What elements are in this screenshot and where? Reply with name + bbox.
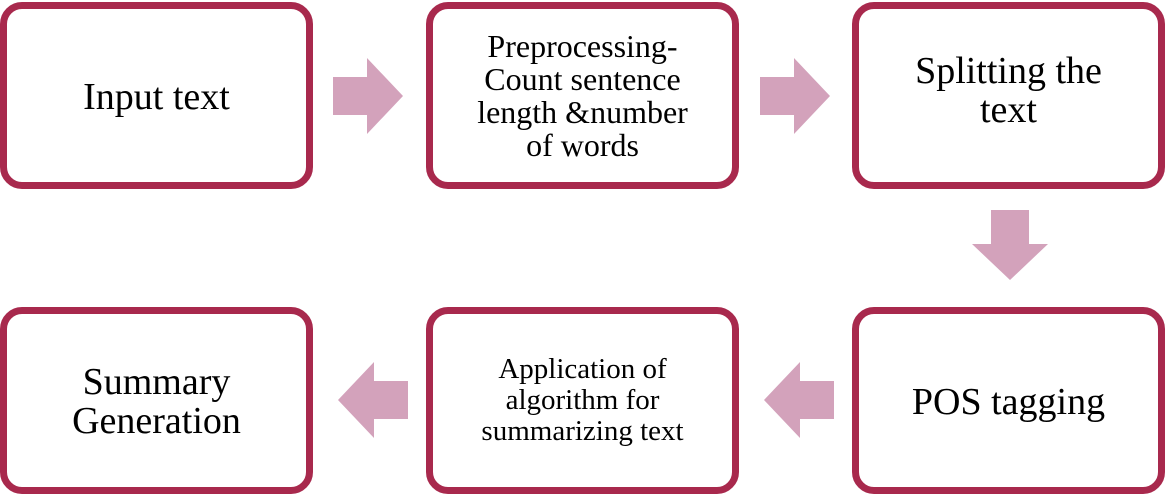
step-splitting-text: Splitting the text (852, 2, 1165, 189)
step-label: Application of algorithm for summarizing… (481, 353, 684, 447)
step-label: Preprocessing- Count sentence length &nu… (477, 27, 688, 163)
arrow-left-icon (338, 362, 408, 438)
step-label: POS tagging (911, 381, 1106, 423)
step-label: Splitting the text (915, 49, 1102, 131)
arrow-right-icon (760, 58, 830, 134)
step-label: Summary Generation (72, 360, 241, 442)
arrow-right-icon (333, 58, 403, 134)
arrow-down-icon (972, 210, 1048, 280)
step-summary-generation: Summary Generation (0, 307, 313, 494)
step-input-text: Input text (0, 2, 313, 189)
step-preprocessing: Preprocessing- Count sentence length &nu… (426, 2, 739, 189)
arrow-left-icon (764, 362, 834, 438)
step-application-of-algorithm: Application of algorithm for summarizing… (426, 307, 739, 494)
step-pos-tagging: POS tagging (852, 307, 1165, 494)
step-label: Input text (83, 76, 230, 118)
